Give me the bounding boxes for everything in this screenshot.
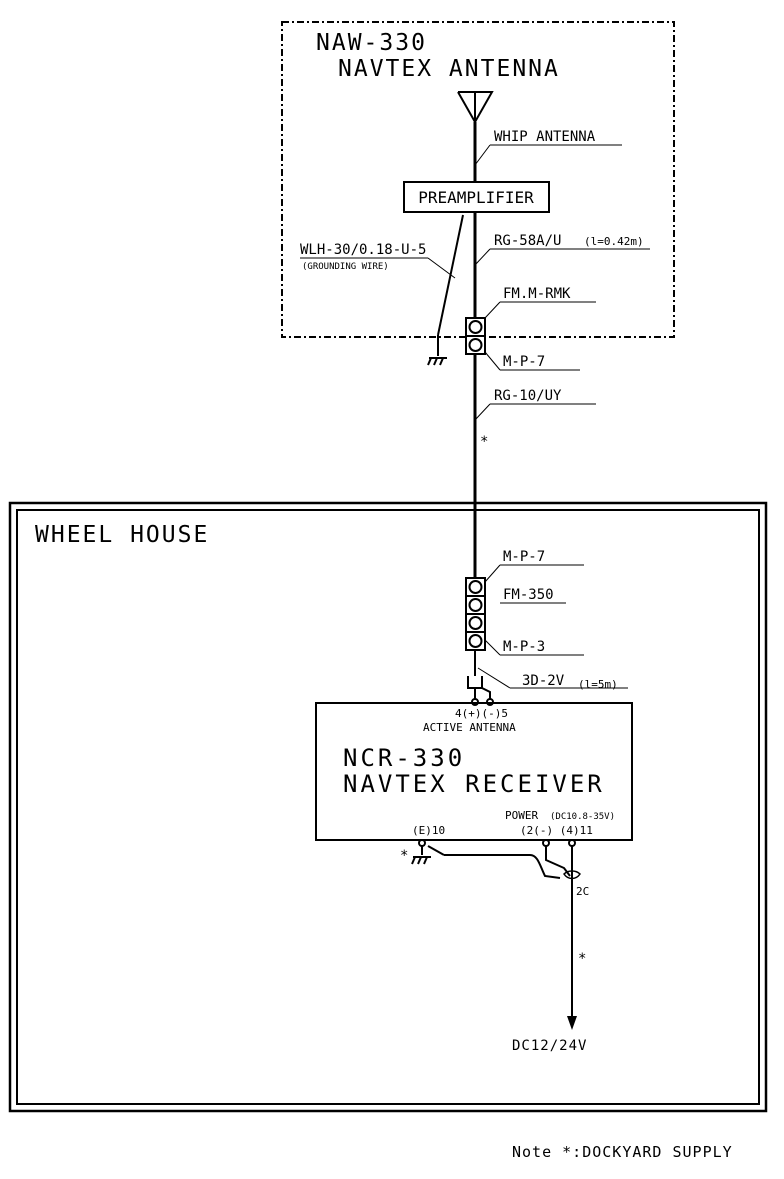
- ground-wire-note: (GROUNDING WIRE): [302, 262, 389, 272]
- dockyard-supply-note: Note *:DOCKYARD SUPPLY: [512, 1143, 733, 1161]
- supply-mark-bottom: *: [578, 951, 586, 967]
- earth-ground-icon: [412, 857, 431, 864]
- connector-strip-icon: [466, 578, 485, 650]
- antenna-name: NAVTEX ANTENNA: [338, 56, 560, 82]
- cable-3d2v-note: (l=5m): [578, 678, 618, 691]
- connector-fm-rmk-label: FM.M-RMK: [503, 286, 571, 302]
- power-wiring: [543, 840, 580, 1018]
- supply-mark-top: *: [480, 434, 488, 450]
- receiver-power-terminals: (2(-) (4)11: [520, 824, 593, 837]
- wheel-house-title: WHEEL HOUSE: [35, 522, 209, 548]
- cable-2c-label: 2C: [576, 885, 589, 898]
- ground-wire-label: WLH-30/0.18-U-5: [300, 242, 426, 258]
- connector-mp3-label: M-P-3: [503, 639, 545, 655]
- dc-supply-label: DC12/24V: [512, 1038, 587, 1054]
- cable-3d2v: [468, 650, 493, 705]
- receiver-power-label: POWER: [505, 809, 538, 822]
- wheel-house-inner-border: [17, 510, 759, 1104]
- connector-mp7-label: M-P-7: [503, 549, 545, 565]
- cable-3d2v-label: 3D-2V: [522, 673, 565, 689]
- earth-wiring: [419, 840, 560, 878]
- dc-supply-arrow-icon: [567, 1016, 577, 1030]
- connector-fm350-label: FM-350: [503, 587, 554, 603]
- connector-fm-rmk-icon: [466, 318, 485, 336]
- ground-icon: [428, 358, 447, 365]
- receiver-ground-mark: *: [400, 848, 408, 864]
- receiver-power-note: (DC10.8-35V): [550, 812, 615, 822]
- receiver-earth-terminal: (E)10: [412, 824, 445, 837]
- connector-mp7-top-label: M-P-7: [503, 354, 545, 370]
- whip-antenna-label: WHIP ANTENNA: [494, 129, 596, 145]
- antenna-model: NAW-330: [316, 30, 427, 56]
- cable-rg10-label: RG-10/UY: [494, 388, 562, 404]
- whip-antenna-icon: [458, 92, 492, 122]
- cable-rg58-label: RG-58A/U: [494, 233, 561, 249]
- cable-rg58-note: (l=0.42m): [584, 235, 644, 248]
- receiver-active-antenna-label: ACTIVE ANTENNA: [423, 721, 516, 734]
- receiver-antenna-terminals: 4(+)(-)5: [455, 707, 508, 720]
- wheel-house-outer-border: [10, 503, 766, 1111]
- receiver-name: NAVTEX RECEIVER: [343, 770, 605, 798]
- receiver-model: NCR-330: [343, 744, 465, 772]
- preamplifier-label: PREAMPLIFIER: [418, 188, 534, 207]
- connector-mp7-top-icon: [466, 336, 485, 354]
